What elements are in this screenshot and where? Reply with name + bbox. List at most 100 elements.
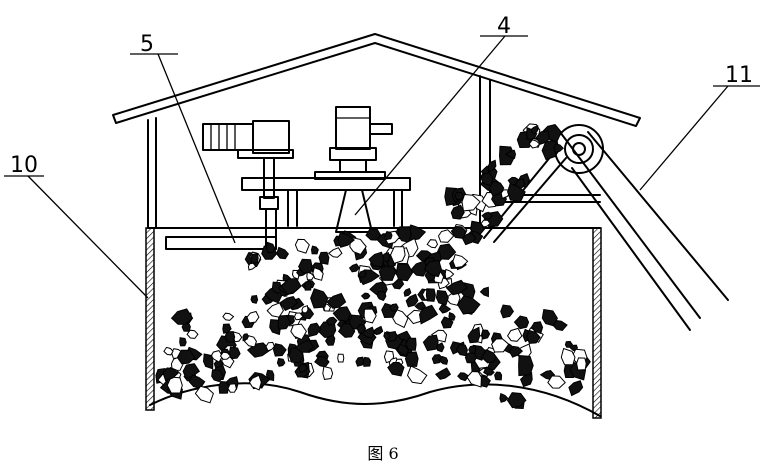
pile-chunk xyxy=(535,130,550,145)
pile-chunk xyxy=(355,356,365,367)
pile-chunk xyxy=(337,231,356,248)
pile-chunk xyxy=(325,316,338,326)
pile-chunk xyxy=(564,340,574,348)
pile-chunk xyxy=(277,314,292,330)
pile-chunk xyxy=(332,306,351,322)
pile-chunk xyxy=(483,366,495,376)
pile-chunk xyxy=(487,159,497,173)
pile-chunk xyxy=(461,232,477,246)
pile-chunk xyxy=(480,349,497,364)
pit-wall-left xyxy=(145,227,155,411)
pile-chunk xyxy=(348,263,360,273)
pile-chunk xyxy=(362,356,372,367)
pile-chunk xyxy=(290,323,307,341)
pile-chunk xyxy=(422,334,439,352)
pile-chunk xyxy=(222,323,232,334)
pile-chunk xyxy=(250,294,259,304)
pile-chunk xyxy=(414,301,427,311)
pit-wall-right xyxy=(592,227,602,419)
pile-chunk xyxy=(423,260,442,278)
pile-chunk xyxy=(272,343,287,357)
pile-chunk xyxy=(506,392,527,409)
cone-hopper xyxy=(335,189,373,233)
pile-chunk xyxy=(306,271,315,281)
pile-chunk xyxy=(280,278,302,296)
pile-chunk xyxy=(528,139,541,149)
platform xyxy=(241,177,411,227)
pile-chunk xyxy=(418,304,439,325)
pile-chunk xyxy=(504,149,517,160)
pile-chunk xyxy=(480,219,491,228)
callout-5: 5 xyxy=(140,32,154,57)
drive-shaft xyxy=(259,157,279,210)
pile-chunk xyxy=(265,241,276,254)
pile-chunk xyxy=(358,269,367,278)
pile-chunk xyxy=(405,293,419,308)
pile-chunk xyxy=(404,351,419,367)
material-pile xyxy=(155,123,591,410)
pile-chunk xyxy=(526,329,541,344)
pile-chunk xyxy=(507,182,526,203)
pile-chunk xyxy=(326,292,347,309)
pile-chunk xyxy=(396,343,409,357)
pile-chunk xyxy=(294,339,315,353)
pile-chunk xyxy=(425,288,436,302)
pile-chunk xyxy=(294,238,310,254)
pile-chunk xyxy=(452,253,469,269)
pile-chunk xyxy=(363,308,377,324)
pile-chunk xyxy=(266,302,284,318)
pile-chunk xyxy=(481,211,494,220)
callout-10: 10 xyxy=(10,153,38,178)
pile-chunk xyxy=(466,370,482,388)
pile-chunk xyxy=(491,338,510,353)
pile-chunk xyxy=(360,292,371,300)
pile-chunk xyxy=(318,251,330,265)
motor xyxy=(202,120,294,159)
pile-chunk xyxy=(479,286,490,298)
pile-chunk xyxy=(481,329,491,340)
building-posts xyxy=(147,75,491,229)
pile-chunk xyxy=(576,357,587,371)
pile-chunk xyxy=(395,263,414,282)
pile-chunk xyxy=(426,239,439,249)
pile-chunk xyxy=(265,341,275,352)
pile-chunk xyxy=(560,347,576,366)
roof xyxy=(112,33,641,127)
pile-chunk xyxy=(224,331,236,343)
pile-chunk xyxy=(356,324,367,334)
pile-chunk xyxy=(310,288,329,309)
pile-chunk xyxy=(250,253,259,264)
pile-chunk xyxy=(310,245,319,255)
pile-chunk xyxy=(444,268,455,280)
pile-chunk xyxy=(506,327,523,342)
pile-chunk xyxy=(162,367,179,382)
pile-chunk xyxy=(383,331,391,340)
pile-chunk xyxy=(327,247,343,258)
pile-chunk xyxy=(553,143,564,154)
pile-chunk xyxy=(384,231,393,241)
callout-11: 11 xyxy=(725,63,753,88)
pile-chunk xyxy=(312,267,324,281)
pile-chunk xyxy=(301,305,309,314)
pile-chunk xyxy=(242,333,249,342)
pile-chunk xyxy=(488,180,505,197)
pile-chunk xyxy=(508,345,524,358)
pile-chunk xyxy=(368,251,385,268)
pile-chunk xyxy=(468,345,477,354)
pile-chunk xyxy=(194,385,214,404)
pile-chunk xyxy=(406,365,428,385)
pile-chunk xyxy=(467,326,481,344)
pile-chunk xyxy=(438,355,449,365)
pile-chunk xyxy=(520,371,533,388)
pile-chunk xyxy=(435,289,449,306)
pile-chunk xyxy=(248,374,262,391)
pile-chunk xyxy=(568,380,584,397)
pile-chunk xyxy=(325,336,336,346)
pile-chunk xyxy=(186,329,199,339)
pile-chunk xyxy=(389,246,406,265)
mixer-motor xyxy=(314,106,393,180)
pile-chunk xyxy=(392,307,409,329)
pile-chunk xyxy=(448,311,456,321)
pile-chunk xyxy=(403,287,412,297)
